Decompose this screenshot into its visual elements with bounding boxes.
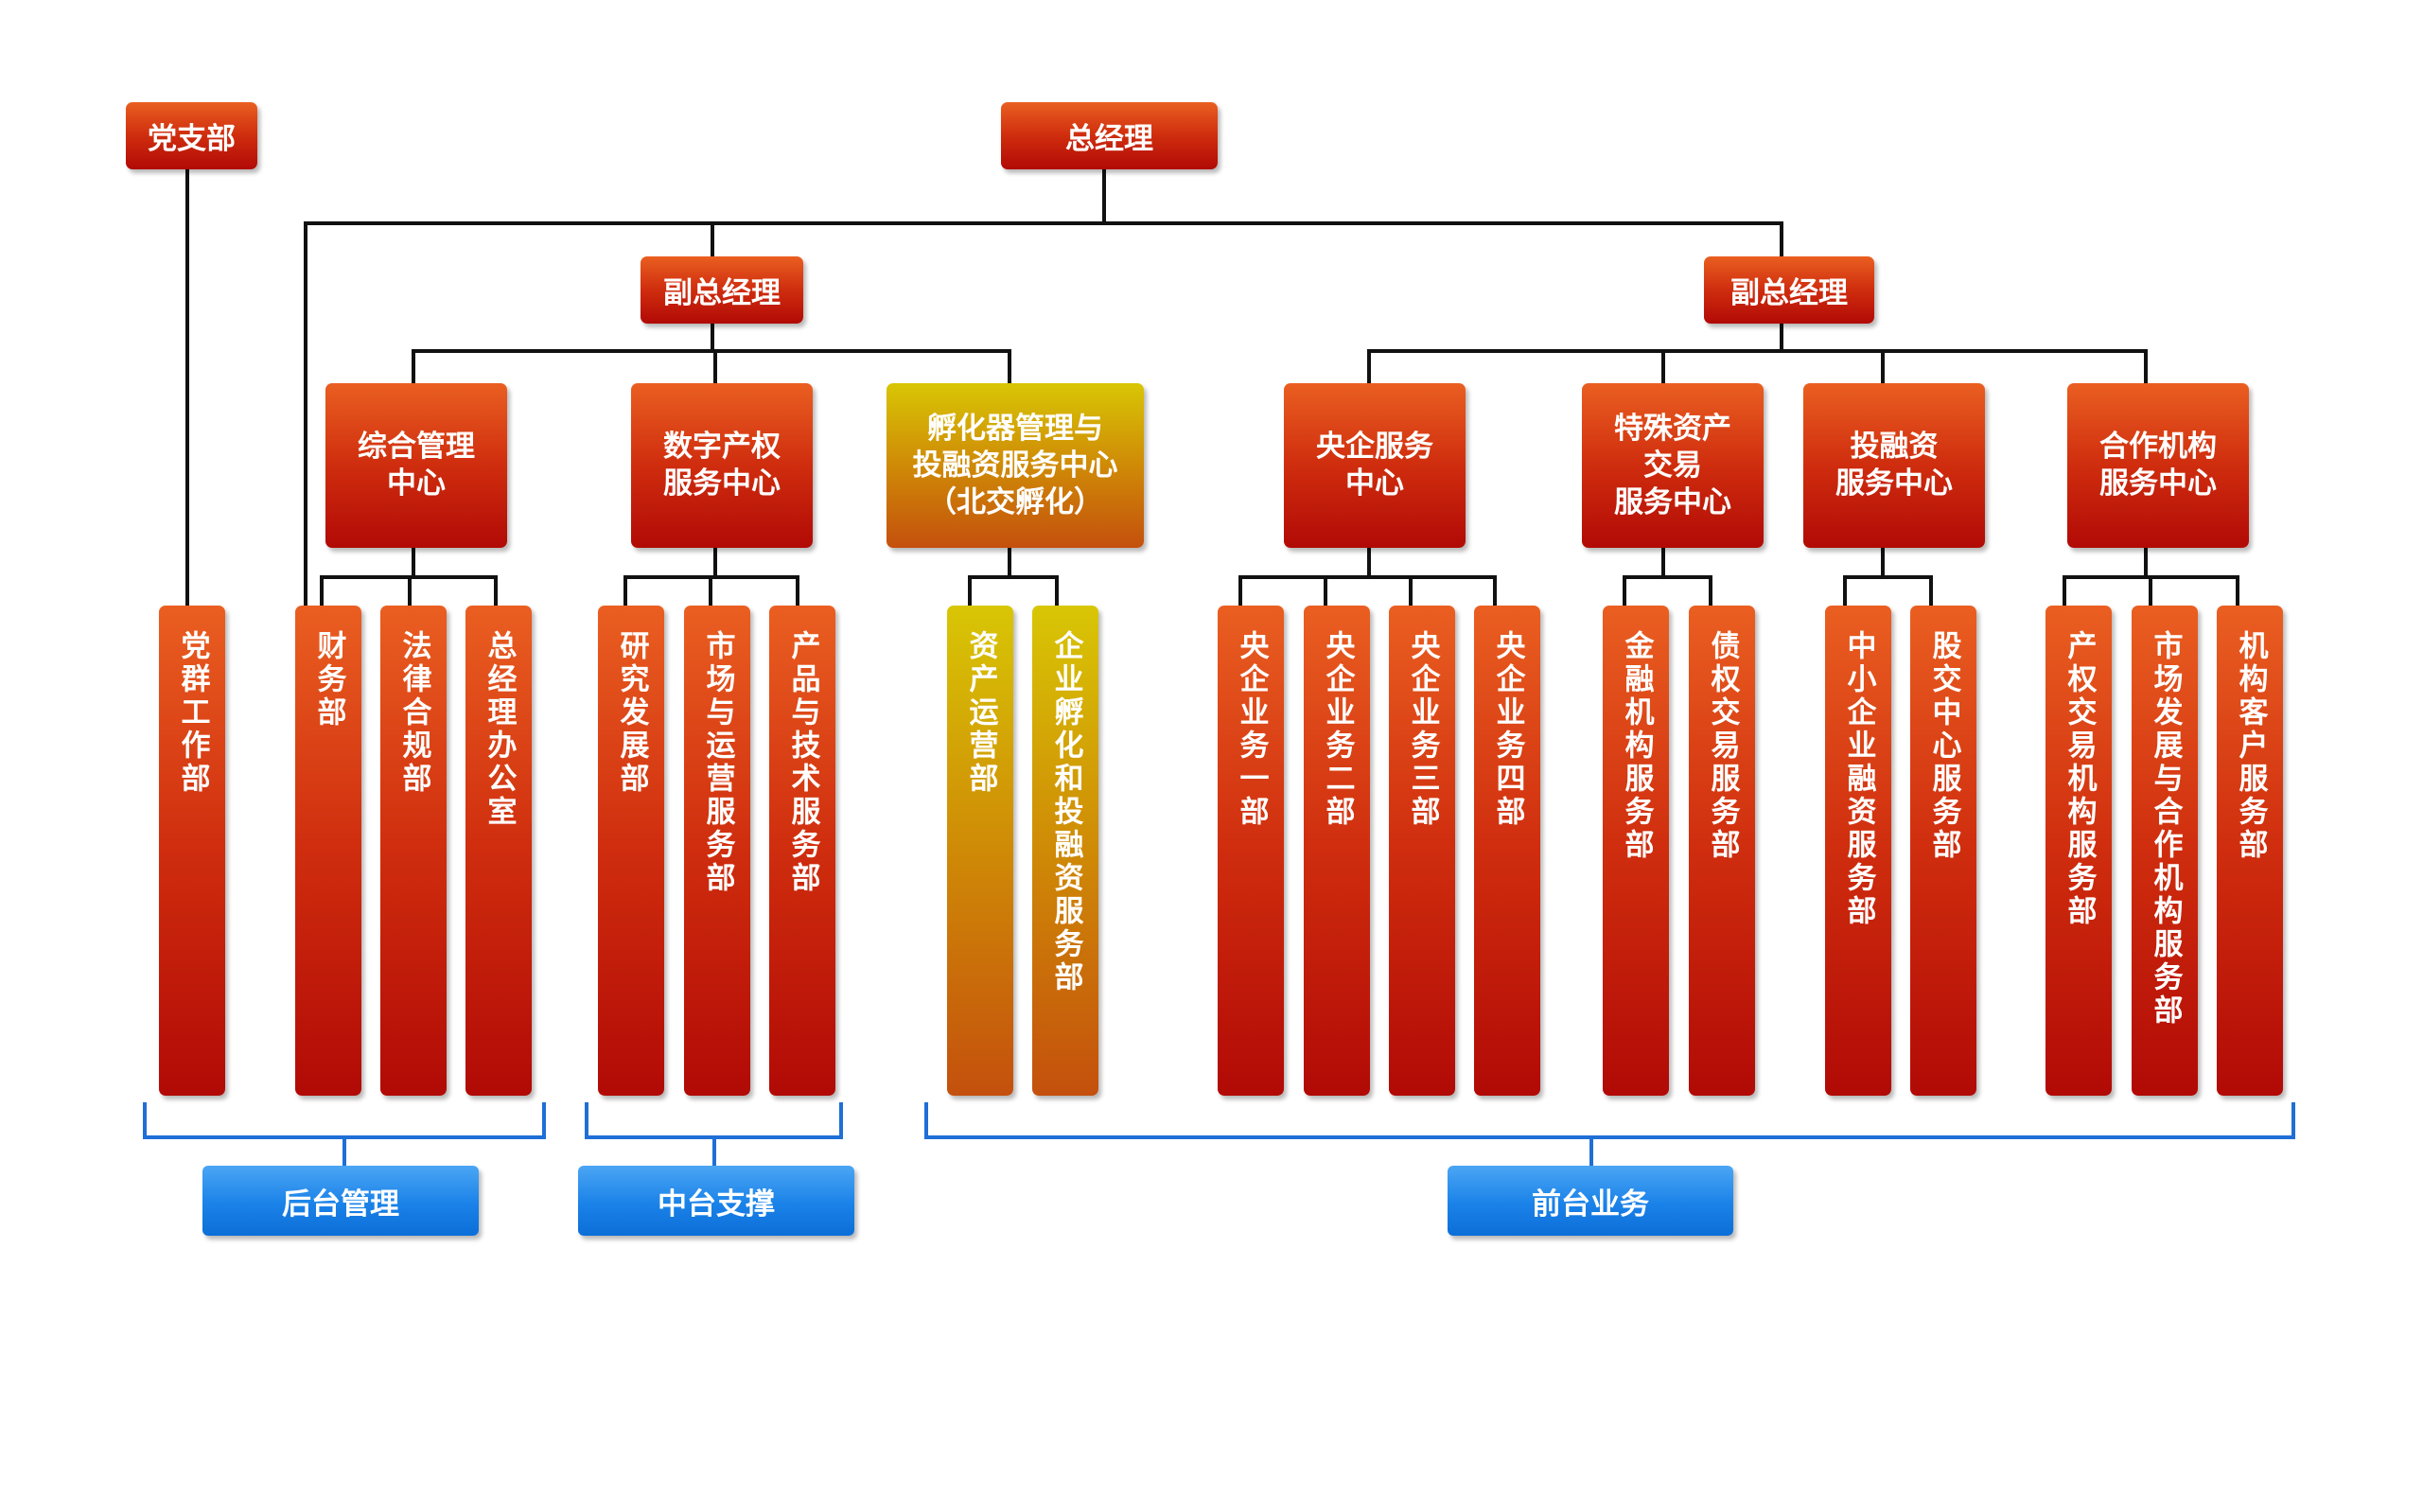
dept-soe-4: 央企业务四部 <box>1474 606 1540 1096</box>
dept-label: 党群工作部 <box>175 630 210 796</box>
dept-sme-financing: 中小企业融资服务部 <box>1825 606 1891 1096</box>
dept-label: 企业孵化和投融资服务部 <box>1048 630 1083 994</box>
investment-financing-center-box: 投融资 服务中心 <box>1803 383 1985 548</box>
dept-legal: 法律合规部 <box>380 606 447 1096</box>
dept-label: 金融机构服务部 <box>1619 630 1654 862</box>
central-soe-service-center-box: 央企服务 中心 <box>1284 383 1466 548</box>
dept-research: 研究发展部 <box>598 606 664 1096</box>
dept-label: 股交中心服务部 <box>1926 630 1961 862</box>
dept-label: 央企业务四部 <box>1490 630 1525 829</box>
group-front-office-tag: 前台业务 <box>1448 1166 1733 1236</box>
dept-asset-ops: 资产运营部 <box>947 606 1013 1096</box>
group-middle-office-tag: 中台支撑 <box>578 1166 854 1236</box>
dept-label: 总经理办公室 <box>482 630 517 829</box>
dept-label: 市场发展与合作机构服务部 <box>2148 630 2183 1028</box>
dept-label: 央企业务三部 <box>1405 630 1440 829</box>
party-branch-box: 党支部 <box>126 102 257 169</box>
dept-incubation-investment: 企业孵化和投融资服务部 <box>1032 606 1098 1096</box>
dept-label: 资产运营部 <box>963 630 998 796</box>
dept-label: 中小企业融资服务部 <box>1841 630 1876 928</box>
dept-label: 机构客户服务部 <box>2233 630 2268 862</box>
dept-label: 法律合规部 <box>396 630 431 796</box>
dept-label: 产权交易机构服务部 <box>2062 630 2097 928</box>
dept-equity-center: 股交中心服务部 <box>1910 606 1976 1096</box>
dept-soe-1: 央企业务一部 <box>1218 606 1284 1096</box>
dept-label: 市场与运营服务部 <box>700 630 735 895</box>
dept-market-ops: 市场与运营服务部 <box>684 606 750 1096</box>
dept-market-partner: 市场发展与合作机构服务部 <box>2132 606 2198 1096</box>
dept-label: 产品与技术服务部 <box>785 630 820 895</box>
dept-debt-trading: 债权交易服务部 <box>1689 606 1755 1096</box>
dept-label: 央企业务二部 <box>1320 630 1355 829</box>
group-back-office-tag: 后台管理 <box>202 1166 479 1236</box>
dept-financial-institution: 金融机构服务部 <box>1603 606 1669 1096</box>
vice-gm-left-box: 副总经理 <box>641 256 803 324</box>
general-manager-box: 总经理 <box>1001 102 1218 169</box>
general-management-center-box: 综合管理 中心 <box>325 383 507 548</box>
dept-property-institution: 产权交易机构服务部 <box>2046 606 2112 1096</box>
dept-product-tech: 产品与技术服务部 <box>769 606 835 1096</box>
dept-label: 财务部 <box>311 630 346 730</box>
dept-label: 债权交易服务部 <box>1705 630 1740 862</box>
dept-label: 央企业务一部 <box>1234 630 1269 829</box>
digital-property-service-center-box: 数字产权 服务中心 <box>631 383 813 548</box>
partner-institution-center-box: 合作机构 服务中心 <box>2067 383 2249 548</box>
dept-gm-office: 总经理办公室 <box>465 606 532 1096</box>
special-asset-trading-center-box: 特殊资产 交易 服务中心 <box>1582 383 1764 548</box>
incubator-investment-center-box: 孵化器管理与 投融资服务中心 （北交孵化） <box>887 383 1144 548</box>
dept-soe-3: 央企业务三部 <box>1389 606 1455 1096</box>
dept-soe-2: 央企业务二部 <box>1304 606 1370 1096</box>
dept-party-work: 党群工作部 <box>159 606 225 1096</box>
vice-gm-right-box: 副总经理 <box>1704 256 1874 324</box>
dept-label: 研究发展部 <box>614 630 649 796</box>
dept-finance: 财务部 <box>295 606 361 1096</box>
dept-institution-client: 机构客户服务部 <box>2217 606 2283 1096</box>
